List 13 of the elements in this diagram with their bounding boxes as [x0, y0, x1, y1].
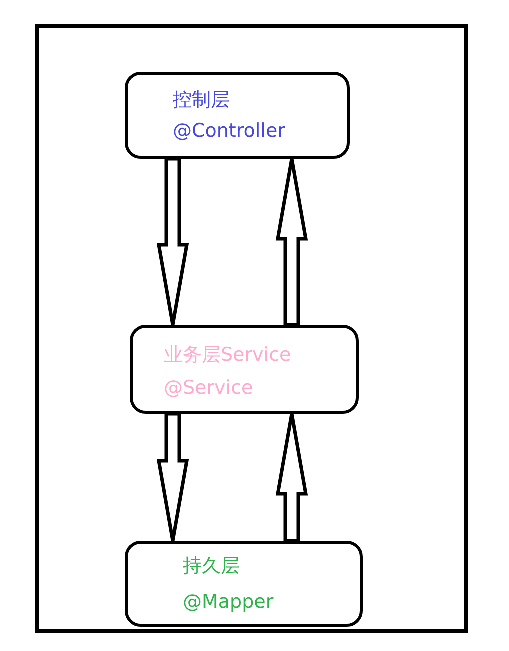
annotation-label: @Mapper: [183, 590, 274, 614]
arrow: [156, 157, 190, 327]
annotation-label: @Controller: [173, 119, 286, 143]
arrow: [156, 412, 190, 543]
layer-box: [130, 325, 359, 414]
layer-name: 业务层Service: [164, 343, 292, 367]
arrow: [276, 157, 308, 327]
annotation-label: @Service: [164, 376, 254, 400]
layer-name: 控制层: [173, 88, 230, 112]
arrow: [276, 412, 308, 543]
layer-name: 持久层: [183, 554, 240, 578]
layer-box: [125, 72, 350, 159]
layer-box: [125, 541, 363, 627]
